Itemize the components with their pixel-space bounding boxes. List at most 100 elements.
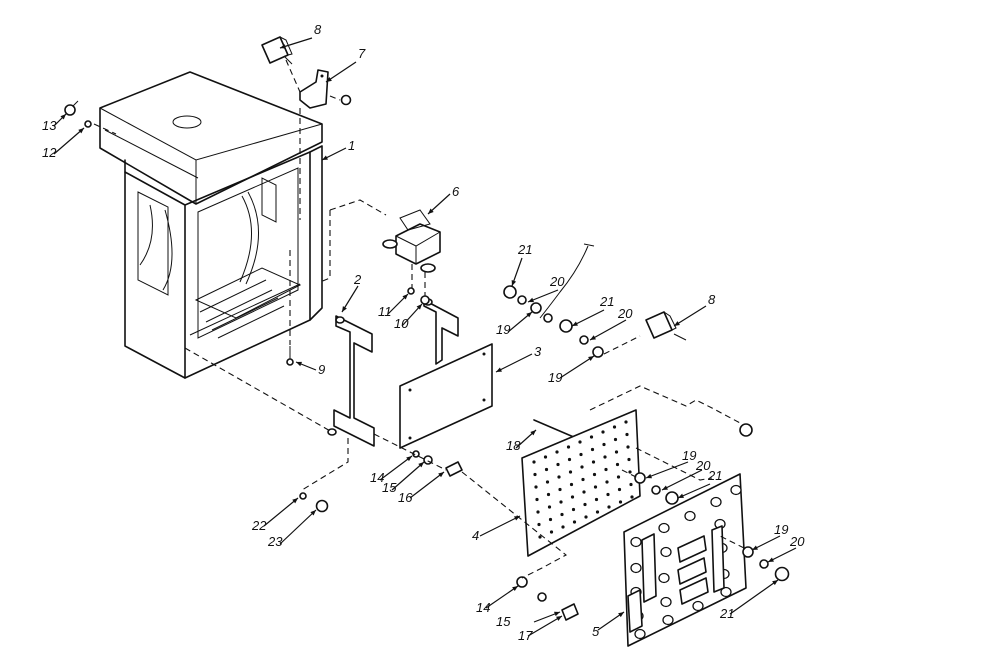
callout-23: 23 — [267, 534, 283, 549]
leader-line — [677, 483, 711, 499]
perforation-hole — [615, 462, 620, 467]
housing — [99, 71, 323, 379]
perforation-hole — [548, 517, 553, 522]
arrowhead — [402, 294, 408, 300]
perforation-hole — [571, 507, 576, 512]
board-hole — [630, 536, 642, 548]
arrowhead — [326, 76, 332, 82]
perforation-hole — [589, 435, 594, 439]
grommet-19c — [634, 472, 646, 484]
callout-13: 13 — [42, 118, 57, 133]
perforation-hole — [594, 497, 599, 502]
arrowhead — [416, 304, 422, 310]
leader-line — [379, 455, 413, 481]
callout-8-right: 8 — [708, 292, 716, 307]
board-hole — [730, 484, 742, 496]
screw-10 — [420, 295, 430, 305]
arrowhead — [646, 473, 652, 479]
arrowhead — [280, 44, 286, 49]
perforation-hole — [537, 522, 541, 527]
arrowhead — [322, 155, 328, 160]
bracket-2b — [423, 298, 459, 365]
floor-slots — [189, 267, 302, 339]
leader-arrows — [53, 37, 797, 637]
arrowhead — [292, 498, 298, 504]
callout-6: 6 — [452, 184, 460, 199]
perforation-hole — [533, 472, 537, 477]
leader-line — [589, 319, 627, 341]
perforation-hole — [567, 457, 572, 462]
nut-23 — [315, 499, 329, 513]
callout-19d: 19 — [774, 522, 788, 537]
leader-line — [409, 471, 445, 499]
connector-a — [543, 313, 553, 323]
assembly-lines — [93, 59, 745, 579]
callout-7: 7 — [358, 46, 366, 61]
perforation-hole — [559, 500, 563, 504]
washer-11 — [407, 287, 415, 295]
arrowhead — [514, 516, 520, 521]
perforation-hole — [605, 480, 609, 484]
perforation-hole — [568, 470, 573, 474]
board-hole — [684, 510, 696, 522]
leader-line — [263, 497, 299, 527]
nut-21b — [559, 319, 573, 333]
arrowhead — [428, 208, 434, 214]
bolt-16 — [445, 461, 463, 477]
callout-20b: 20 — [617, 306, 633, 321]
board-hole — [710, 496, 722, 508]
callout-8-top: 8 — [314, 22, 322, 37]
perforation-hole — [545, 480, 550, 484]
board-hole — [634, 628, 646, 640]
washer-12 — [84, 120, 92, 128]
perforation-hole — [627, 457, 631, 462]
board-hole — [630, 562, 642, 574]
power-cord — [539, 245, 589, 319]
nut-21c — [665, 491, 679, 505]
board-hole — [658, 572, 670, 584]
callout-21b: 21 — [599, 294, 614, 309]
callout-21c: 21 — [707, 468, 722, 483]
perforation-hole — [590, 447, 595, 452]
perforation-hole — [626, 445, 630, 449]
washer-20a — [517, 295, 527, 305]
perforation-hole — [581, 477, 585, 482]
callout-19c: 19 — [682, 448, 696, 463]
leader-line — [53, 127, 85, 155]
leader-line — [485, 585, 519, 609]
perforation-hole — [612, 425, 617, 429]
washer-22 — [299, 492, 307, 500]
arrowhead — [588, 356, 594, 361]
perforation-hole — [556, 462, 560, 467]
plate-3 — [399, 343, 493, 449]
arrowhead — [674, 321, 680, 326]
perforation-hole — [592, 472, 597, 477]
washer-14b — [516, 576, 528, 588]
callout-14b: 14 — [476, 600, 490, 615]
perforation-hole — [557, 475, 561, 479]
arrowhead — [60, 114, 66, 120]
leader-line — [279, 509, 317, 545]
callout-labels: 1 2 3 4 5 6 7 8 8 9 10 11 12 13 14 14 15… — [42, 22, 805, 643]
arrowhead — [772, 580, 778, 586]
perforation-hole — [583, 502, 587, 507]
perforation-hole — [547, 505, 552, 509]
perforation-hole — [543, 455, 548, 459]
leader-line — [279, 37, 313, 49]
callout-22: 22 — [251, 518, 267, 533]
perforation-hole — [618, 500, 623, 504]
arrowhead — [662, 485, 668, 490]
leader-line — [729, 579, 779, 615]
leader-line — [559, 355, 595, 379]
perforation-hole — [572, 520, 577, 524]
grommet-19a — [530, 302, 542, 314]
arrowhead — [296, 361, 302, 367]
perforation-hole — [630, 495, 634, 499]
nut-21d — [774, 566, 790, 582]
arrowhead — [556, 616, 562, 621]
perforation-hole — [625, 432, 629, 437]
perforation-hole — [593, 485, 598, 489]
perforation-hole — [601, 430, 605, 434]
leader-line — [661, 469, 703, 491]
perforation-hole — [595, 510, 600, 514]
